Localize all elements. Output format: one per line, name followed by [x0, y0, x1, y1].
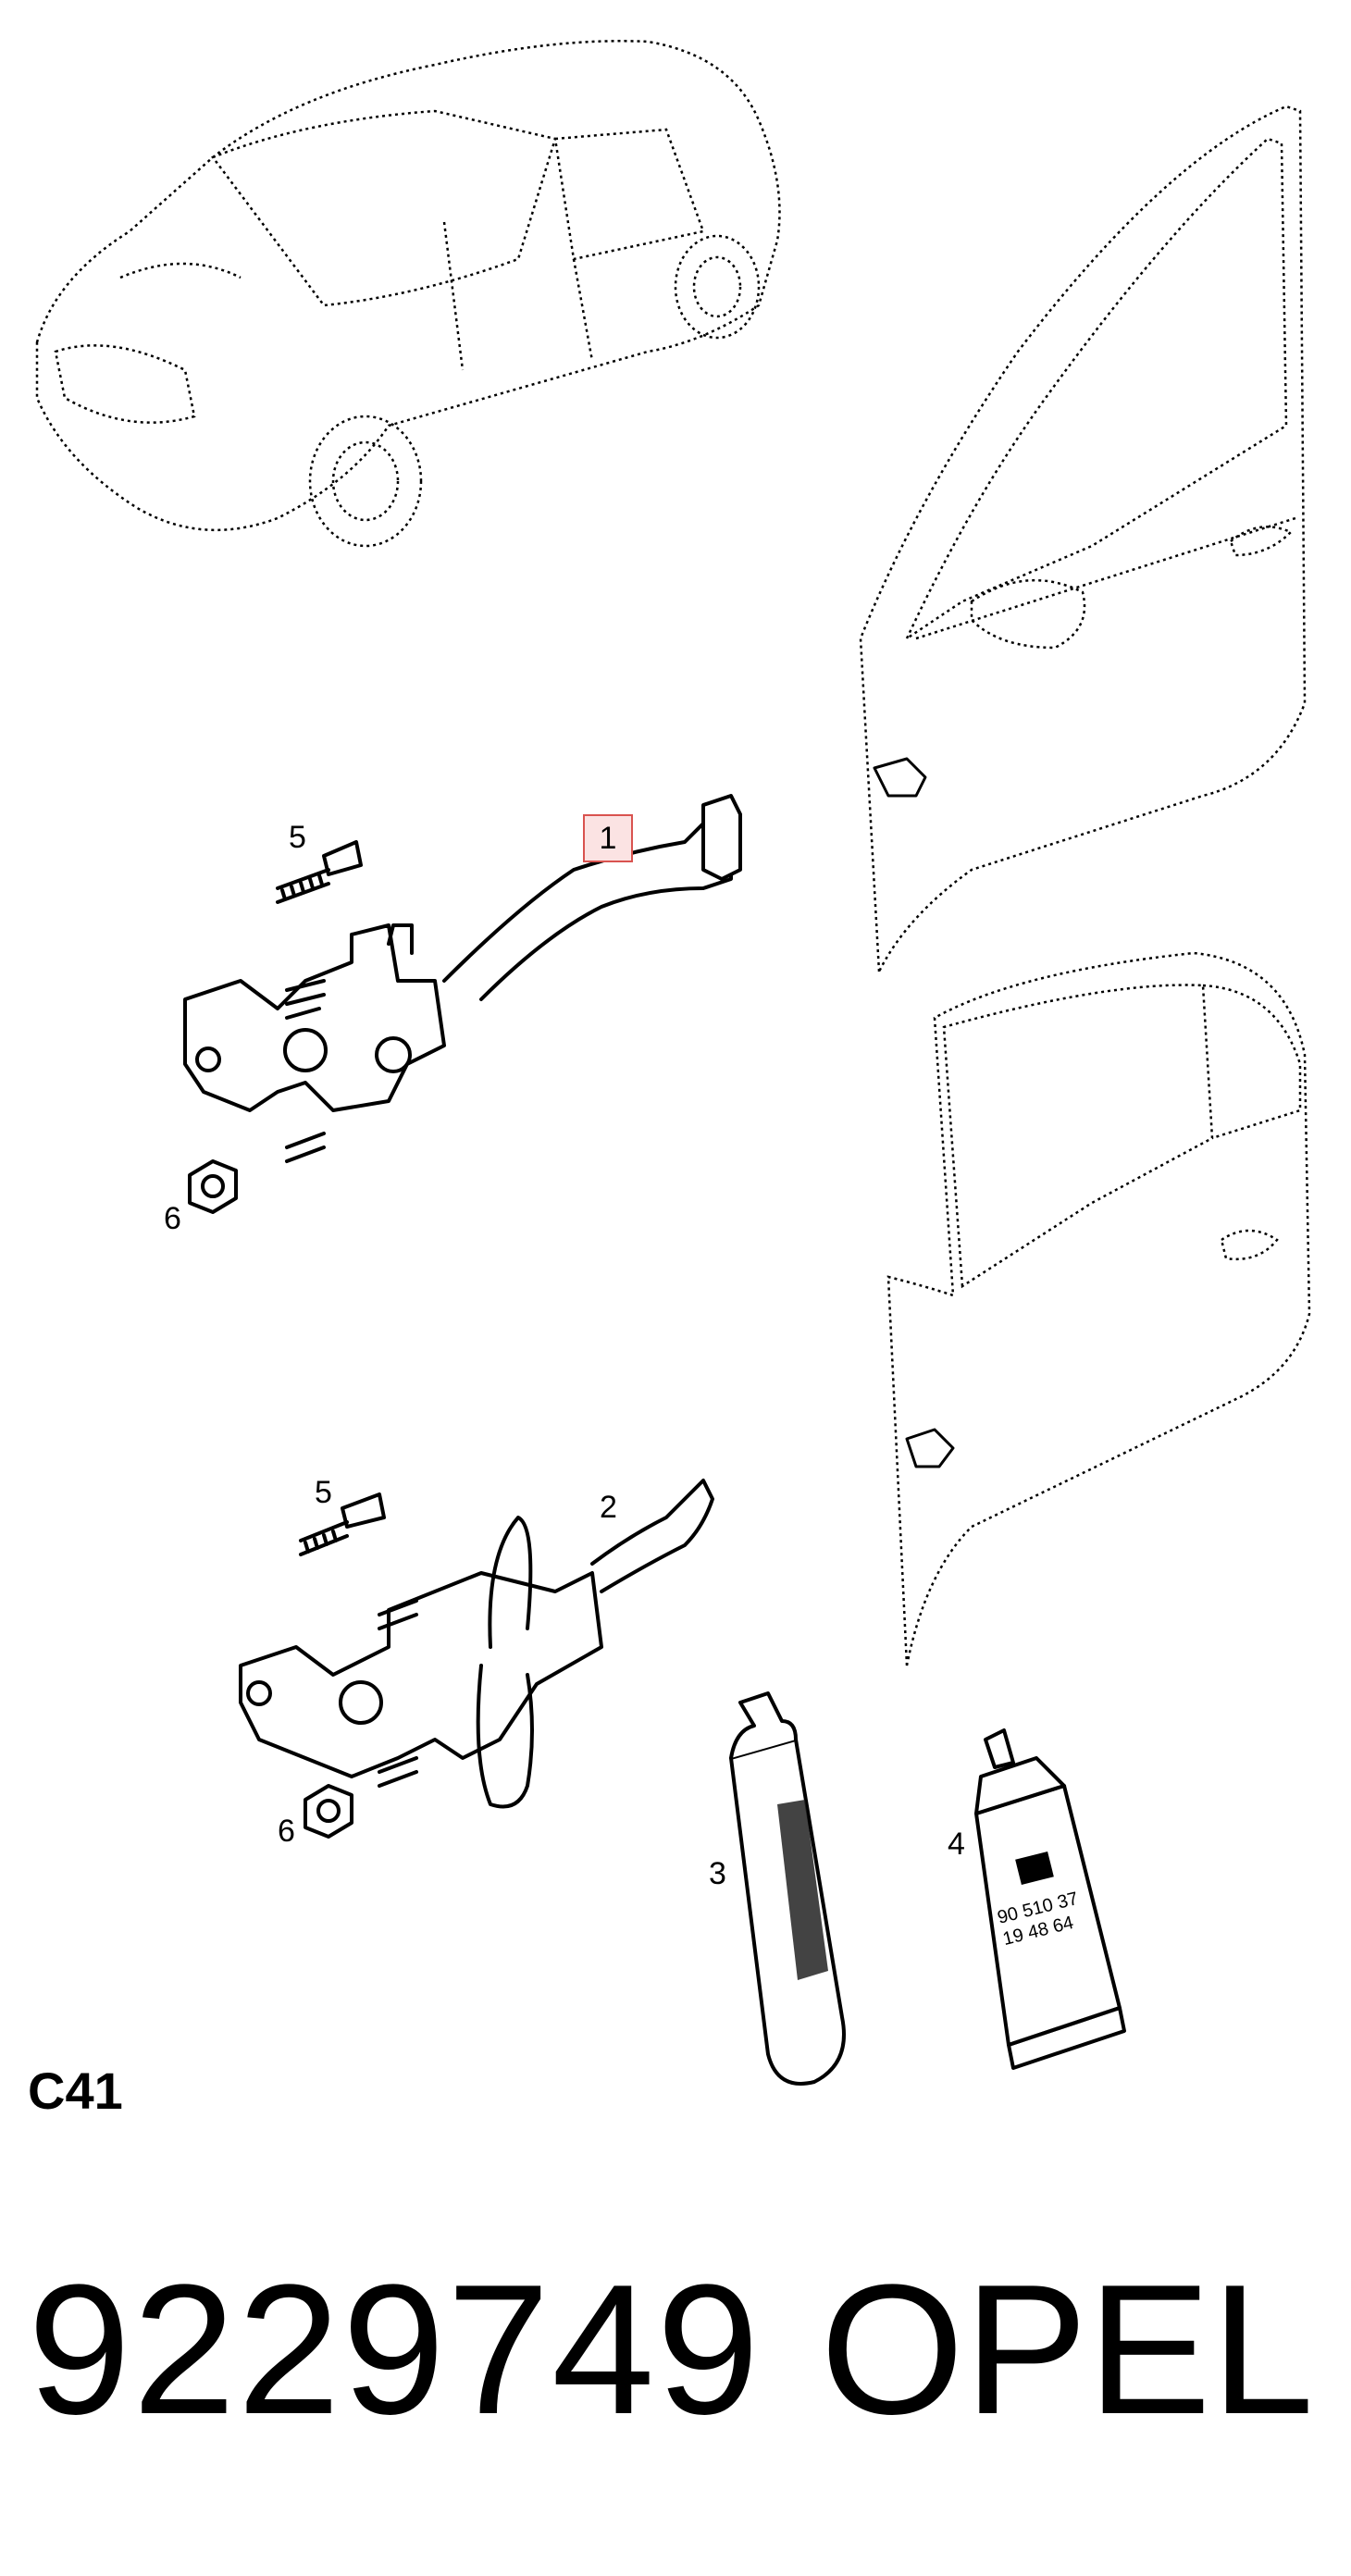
callout-6-lower-label: 6 [278, 1814, 295, 1849]
callout-6-upper-label: 6 [164, 1201, 181, 1236]
callout-2-label: 2 [600, 1490, 617, 1525]
grease-tube [729, 1691, 846, 2086]
sealant-tube [974, 1728, 1126, 2070]
front-door-illustration [859, 105, 1307, 976]
part-number: 9229749 [28, 2247, 762, 2453]
callout-3-label: 3 [709, 1856, 726, 1891]
car-overview-illustration [35, 40, 781, 548]
callout-1-label: 1 [599, 820, 617, 856]
nut-upper [188, 1159, 238, 1214]
callout-4-label: 4 [948, 1827, 965, 1862]
bolt-upper [276, 840, 363, 904]
rear-door-check-strap [239, 1479, 714, 1809]
nut-lower [304, 1784, 353, 1839]
rear-door-illustration [886, 951, 1311, 1666]
callout-1-highlight[interactable]: 1 [583, 814, 633, 862]
sheet-code: C41 [28, 2062, 123, 2120]
brand-name: OPEL [820, 2247, 1314, 2453]
callout-5-upper-label: 5 [289, 820, 306, 855]
front-door-check-strap [183, 794, 742, 1163]
bolt-lower [299, 1492, 386, 1556]
callout-5-lower-label: 5 [315, 1475, 332, 1510]
